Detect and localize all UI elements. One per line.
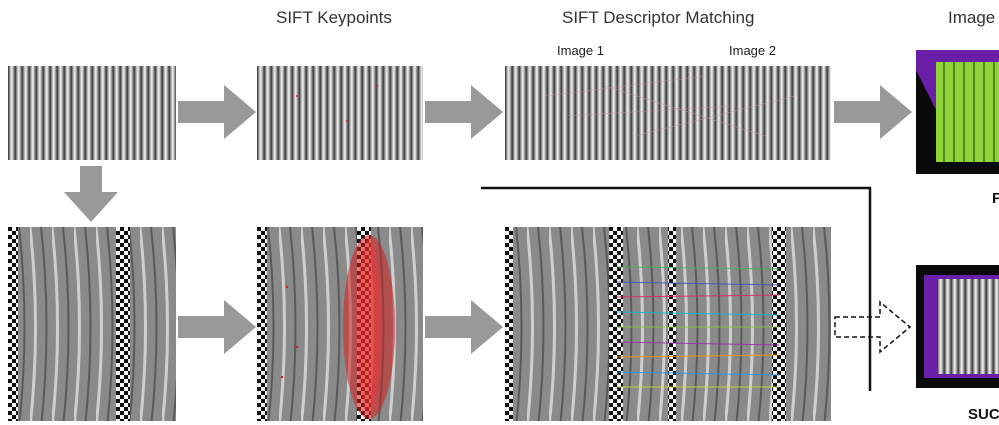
arrow-right-icon	[178, 85, 256, 139]
arrow-right-icon	[178, 300, 256, 354]
header-sift-keypoints: SIFT Keypoints	[276, 8, 392, 27]
connector-line	[481, 186, 876, 392]
arrow-right-icon	[425, 300, 503, 354]
arrow-down-icon	[64, 166, 118, 222]
result-label-top: F	[992, 190, 999, 207]
bottom-matching-image	[505, 227, 831, 421]
label-image-2: Image 2	[729, 43, 776, 58]
arrow-right-outline-icon	[834, 300, 912, 354]
bottom-input-image	[8, 227, 176, 421]
arrow-right-icon	[425, 85, 503, 139]
top-keypoints-image	[257, 66, 423, 160]
label-image-1: Image 1	[557, 43, 604, 58]
result-label-bottom: SUC	[968, 406, 999, 423]
header-sift-matching: SIFT Descriptor Matching	[562, 8, 755, 27]
top-matching-image	[505, 66, 831, 160]
top-input-image	[8, 66, 176, 160]
result-image-bottom	[916, 265, 999, 388]
header-image: Image	[948, 8, 996, 27]
result-image-top	[916, 50, 999, 174]
arrow-right-icon	[834, 85, 912, 139]
bottom-keypoints-image	[257, 227, 423, 421]
